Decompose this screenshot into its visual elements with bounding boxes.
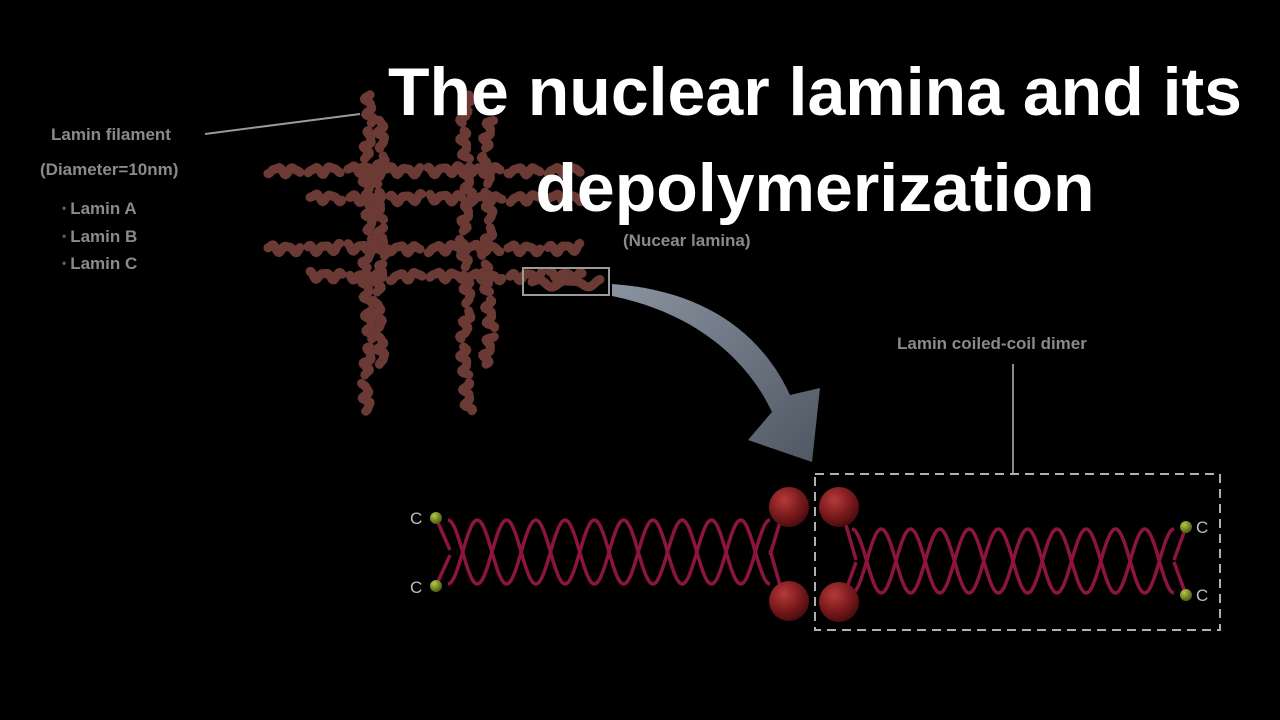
lamin-filament-segment bbox=[545, 189, 587, 207]
lamin-filament-segment bbox=[303, 239, 345, 258]
lamin-filament-segment bbox=[358, 342, 376, 380]
c-terminus-label: C bbox=[1196, 586, 1208, 605]
filament-leader-line bbox=[204, 113, 361, 135]
lamin-filament-segment bbox=[543, 162, 585, 179]
lamin-filament-segment bbox=[369, 187, 389, 225]
lamin-filament-segment bbox=[457, 378, 478, 416]
title-line-2: depolymerization bbox=[535, 150, 1095, 226]
head-domains bbox=[769, 487, 859, 622]
lamin-filament-segment bbox=[505, 190, 547, 207]
lamin-filament-segment bbox=[527, 275, 605, 292]
dimer-label: Lamin coiled-coil dimer bbox=[897, 334, 1087, 353]
lamin-filament-segment bbox=[476, 151, 495, 189]
lamin-type-item: •Lamin B bbox=[62, 226, 138, 246]
lamin-filament-segment bbox=[357, 162, 375, 200]
lamin-filament-label: Lamin filament bbox=[51, 125, 171, 144]
head-domain bbox=[819, 582, 859, 622]
lamin-type-item: •Lamin C bbox=[62, 254, 138, 273]
head-domain bbox=[819, 487, 859, 527]
head-domain bbox=[769, 581, 809, 621]
c-terminus-dot bbox=[430, 512, 442, 524]
lamin-filament-segment bbox=[359, 90, 379, 128]
lamin-filament-segment bbox=[383, 161, 425, 180]
helix-linker bbox=[768, 521, 782, 556]
helix-linker bbox=[844, 524, 858, 561]
zoom-arrow bbox=[612, 284, 820, 462]
lamin-filament-segment bbox=[358, 125, 376, 164]
lamin-filament-segment bbox=[425, 267, 467, 285]
lamin-filament-segment bbox=[457, 162, 477, 200]
lamin-filament-segment bbox=[303, 162, 345, 179]
nuclear-lamina-mesh bbox=[263, 90, 605, 416]
lamin-filament-segment bbox=[455, 342, 474, 380]
lamin-filament-segment bbox=[385, 189, 427, 208]
nuclear-lamina-caption: (Nucear lamina) bbox=[623, 231, 751, 250]
filament-highlight-box bbox=[522, 267, 610, 296]
lamin-type-item: •Lamin A bbox=[62, 199, 137, 218]
c-terminus-label: C bbox=[1196, 518, 1208, 537]
head-domain bbox=[769, 487, 809, 527]
c-terminus-dot bbox=[430, 580, 442, 592]
lamin-filament-segment bbox=[357, 234, 379, 272]
helix-strand bbox=[447, 518, 771, 586]
lamin-filament-segment bbox=[480, 187, 498, 225]
lamin-types-list: •Lamin A •Lamin B •Lamin C bbox=[62, 196, 137, 279]
lamin-filament-segment bbox=[372, 331, 390, 369]
lamin-filament-segment bbox=[478, 116, 499, 153]
dimer-highlight-box bbox=[814, 473, 1221, 631]
bullet-icon: • bbox=[62, 256, 67, 270]
bullet-icon: • bbox=[62, 228, 67, 243]
lamin-filament-segment bbox=[263, 240, 305, 258]
lamin-filament-segment bbox=[368, 295, 387, 333]
lamin-filament-segment bbox=[503, 240, 545, 258]
lamin-filament-segment bbox=[357, 270, 377, 308]
lamin-filament-segment bbox=[454, 234, 473, 272]
lamin-filament-segment bbox=[423, 239, 465, 258]
lamin-filament-segment bbox=[305, 266, 347, 285]
coiled-coil-helices bbox=[434, 517, 1188, 596]
lamin-filament-segment bbox=[454, 90, 476, 128]
title-line-1: The nuclear lamina and its bbox=[387, 54, 1243, 130]
lamin-filament-segment bbox=[372, 115, 390, 153]
lamin-filament-segment bbox=[305, 189, 347, 207]
lamin-filament-segment bbox=[369, 151, 390, 189]
c-terminus-label: C bbox=[410, 509, 422, 528]
diameter-label: (Diameter=10nm) bbox=[40, 160, 179, 179]
c-termini bbox=[430, 512, 1192, 601]
lamin-filament-segment bbox=[357, 378, 375, 416]
c-terminus-label: C bbox=[410, 578, 422, 597]
lamin-filament-segment bbox=[423, 161, 465, 180]
lamin-filament-segment bbox=[360, 198, 377, 236]
lamin-filament-segment bbox=[370, 259, 388, 297]
lamin-filament-segment bbox=[359, 306, 379, 344]
helix-strand bbox=[851, 527, 1175, 595]
lamin-filament-segment bbox=[477, 259, 495, 297]
c-terminus-dot bbox=[1180, 521, 1192, 533]
helix-linker bbox=[768, 549, 782, 586]
lamin-filament-segment bbox=[476, 223, 498, 260]
lamin-filament-segment bbox=[454, 306, 476, 344]
lamin-filament-segment bbox=[385, 267, 427, 286]
bullet-icon: • bbox=[62, 201, 67, 215]
lamin-filament-segment bbox=[263, 163, 305, 180]
lamin-filament-segment bbox=[458, 270, 476, 308]
lamin-filament-segment bbox=[425, 189, 467, 207]
lamin-filament-segment bbox=[456, 198, 475, 236]
lamin-filament-segment bbox=[543, 238, 585, 258]
lamin-filament-segment bbox=[383, 241, 425, 258]
lamin-filament-segment bbox=[479, 295, 499, 333]
lamin-filament-segment bbox=[478, 332, 499, 369]
lamin-filament-segment bbox=[503, 163, 545, 180]
lamin-filament-segment bbox=[455, 126, 474, 164]
c-terminus-dot bbox=[1180, 589, 1192, 601]
lamin-filament-segment bbox=[371, 223, 391, 261]
slide-title: The nuclear lamina and its depolymerizat… bbox=[360, 44, 1270, 236]
